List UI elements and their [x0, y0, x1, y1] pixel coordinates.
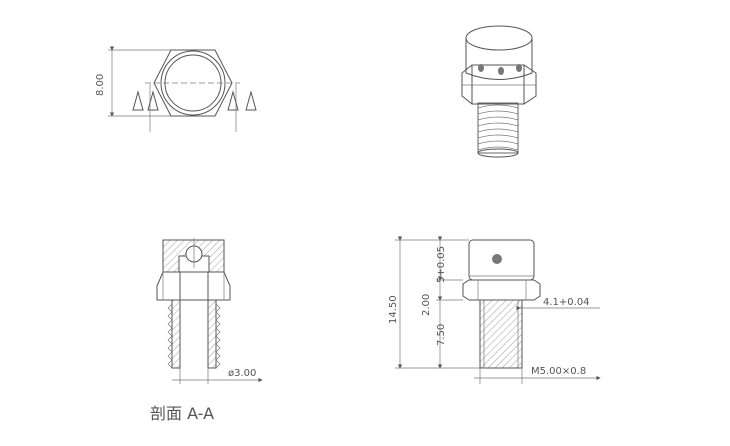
iso-head: [465, 25, 533, 80]
side-vent-hole: [492, 254, 502, 264]
iso-view: [461, 25, 537, 158]
head-outer-circle: [160, 50, 226, 116]
section-arrow-left-1: [132, 90, 144, 111]
dim-dia-label: ø3.00: [228, 368, 256, 379]
top-view: 8.00: [95, 46, 257, 132]
dim-head-label: 5+0.05: [436, 246, 447, 283]
section-arrow-left-2: [147, 90, 159, 111]
section-view: ø3.00 剖面 A-A: [150, 238, 263, 423]
thread-wall-left: [171, 299, 181, 369]
vent-hole-2: [498, 67, 504, 75]
iso-hex: [461, 64, 537, 105]
dim-hole-label: 4.1+0.04: [543, 297, 590, 308]
vent-hole-1: [478, 64, 484, 72]
dim-thread-len-label: 7.50: [436, 324, 447, 346]
iso-thread: [477, 102, 519, 158]
collar-section: [156, 271, 231, 301]
section-arrow-right-1: [227, 90, 239, 111]
side-hex: [462, 279, 541, 301]
section-arrow-right-2: [245, 90, 257, 111]
side-thread: [479, 299, 523, 369]
thread-wall-right: [207, 299, 217, 369]
section-caption: 剖面 A-A: [150, 404, 214, 423]
dim-thread-label: M5.00×0.8: [531, 366, 586, 377]
dim-hex-label: 2.00: [421, 294, 432, 316]
vent-hole-3: [516, 64, 522, 72]
side-view: 14.50 5+0.05 2.00 7.50 4.1+0.04 M5.00×0.…: [388, 236, 601, 384]
dim-8-label: 8.00: [95, 74, 106, 96]
dim-total-label: 14.50: [388, 295, 399, 324]
